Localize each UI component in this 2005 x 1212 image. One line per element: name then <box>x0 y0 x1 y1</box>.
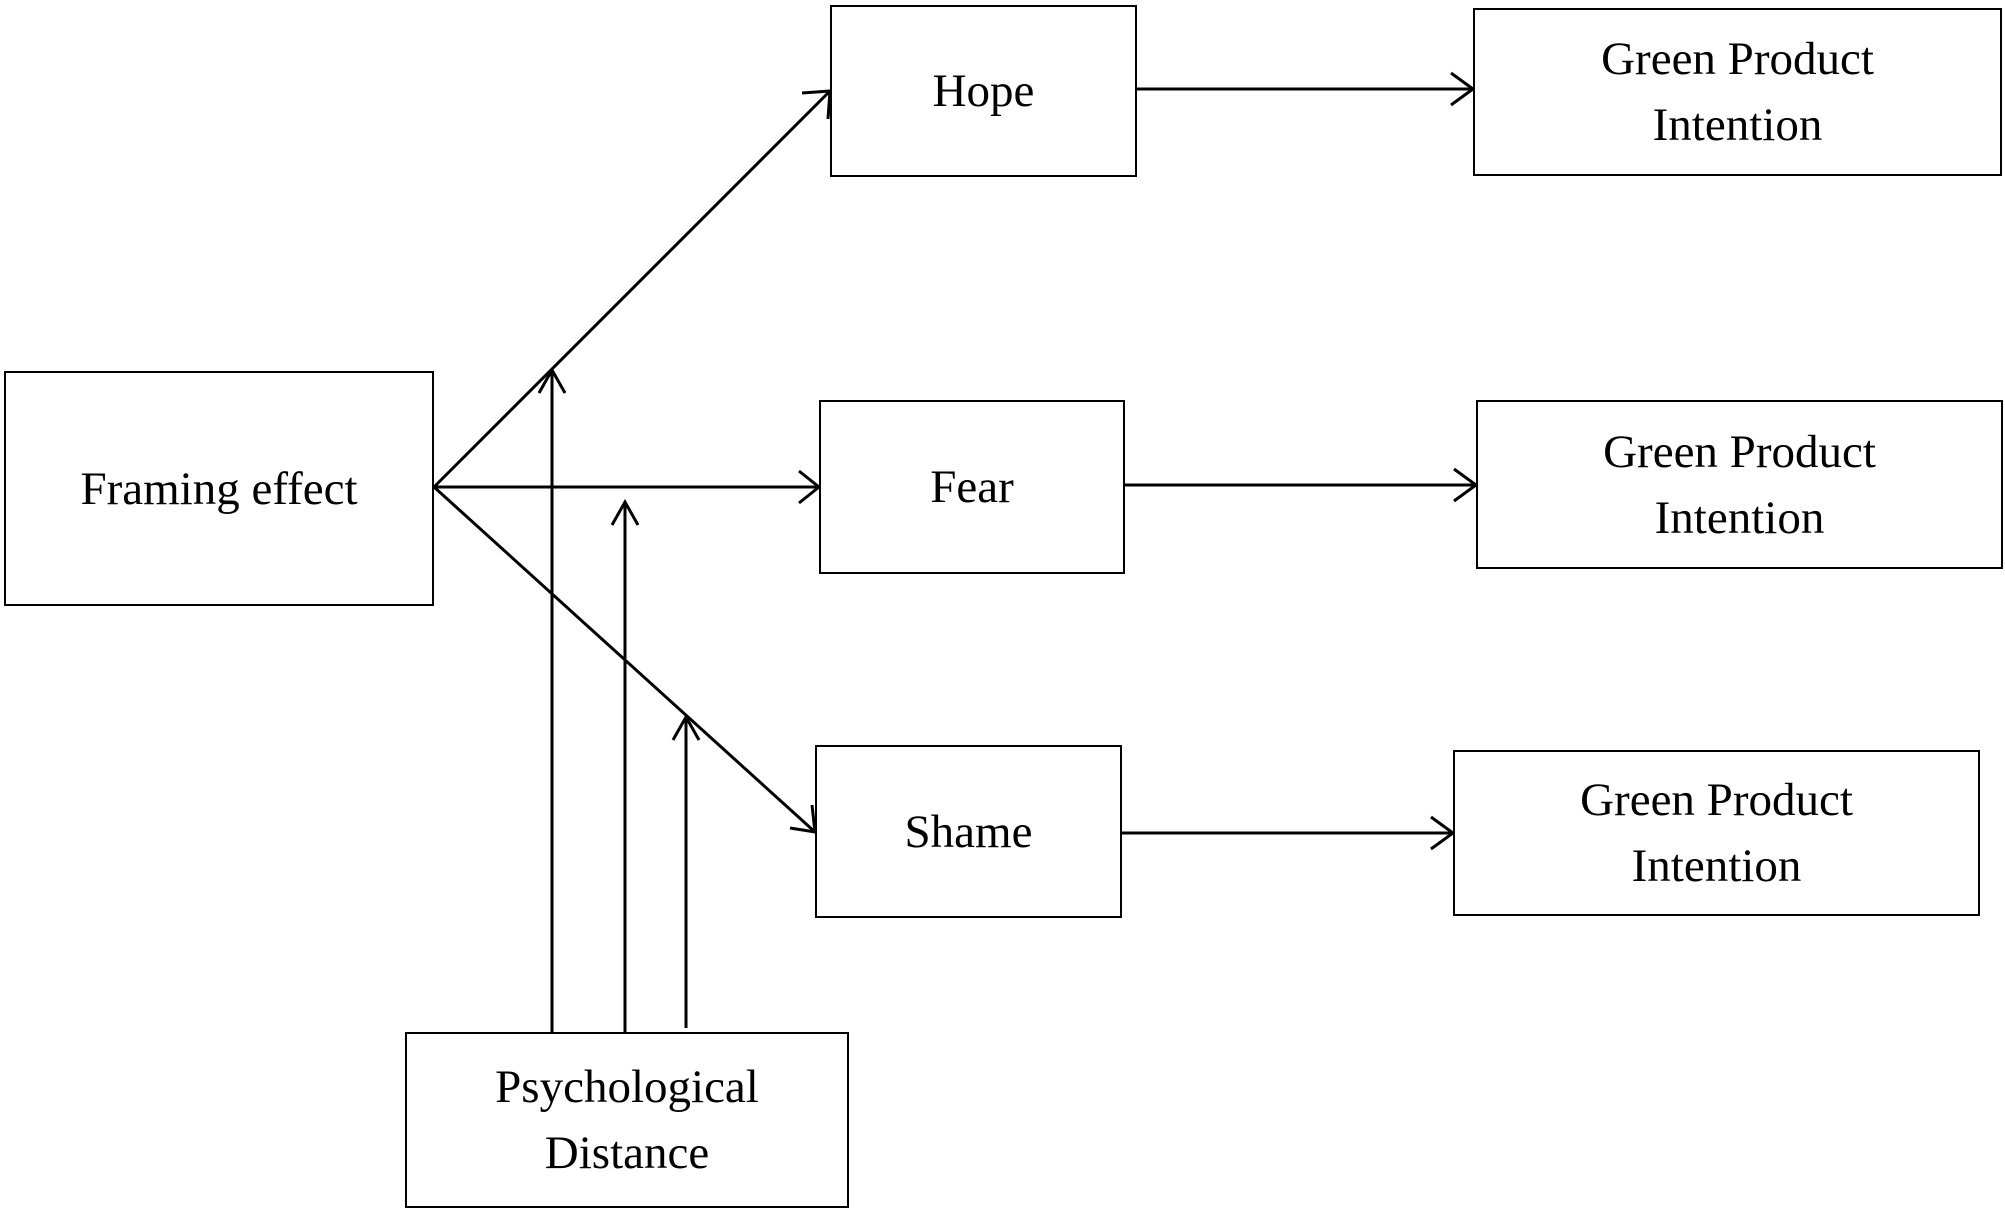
green-product-intention-box-2: Green Product Intention <box>1476 400 2003 569</box>
shame-label: Shame <box>904 805 1033 858</box>
fear-box: Fear <box>819 400 1125 574</box>
arrow-line <box>432 89 832 489</box>
hope-box: Hope <box>830 5 1137 177</box>
shame-box: Shame <box>815 745 1122 918</box>
arrow-fear-to-outcome <box>1125 467 1479 503</box>
arrowhead <box>537 366 567 394</box>
framing-effect-label: Framing effect <box>80 462 358 515</box>
green-product-intention-box-3: Green Product Intention <box>1453 750 1980 916</box>
arrow-framing-to-hope <box>432 89 832 489</box>
psychological-distance-label: Psychological Distance <box>495 1061 759 1179</box>
green-product-intention-box-1: Green Product Intention <box>1473 8 2002 176</box>
arrow-shame-to-outcome <box>1122 815 1456 851</box>
green-product-intention-label-3: Green Product Intention <box>1580 774 1853 892</box>
moderator-arrow-to-fear-path <box>610 498 640 1032</box>
arrowhead <box>671 713 701 741</box>
fear-label: Fear <box>930 461 1014 513</box>
framing-effect-box: Framing effect <box>4 371 434 606</box>
arrowhead <box>610 498 640 526</box>
arrow-framing-to-fear <box>434 469 822 505</box>
green-product-intention-label-2: Green Product Intention <box>1603 425 1876 544</box>
green-product-intention-label-1: Green Product Intention <box>1601 33 1874 151</box>
psychological-distance-box: Psychological Distance <box>405 1032 849 1208</box>
moderator-arrow-to-hope-path <box>537 366 567 1032</box>
arrow-hope-to-outcome <box>1137 71 1476 107</box>
hope-label: Hope <box>932 65 1035 117</box>
moderator-arrow-to-shame-path <box>671 713 701 1028</box>
